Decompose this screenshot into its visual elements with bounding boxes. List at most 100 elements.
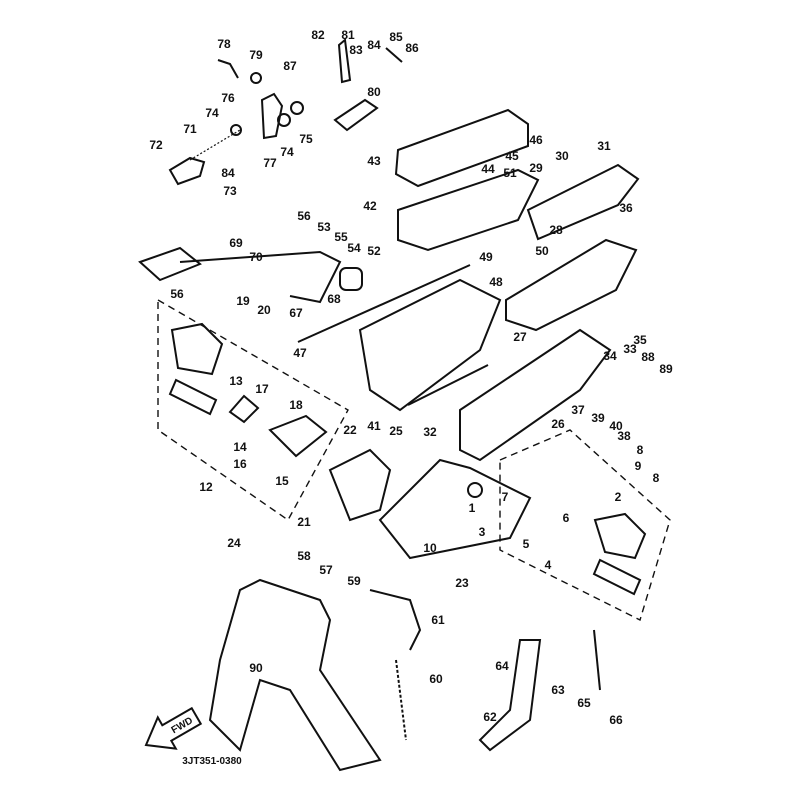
part-number-label: 73: [223, 184, 237, 198]
part-number-label: 80: [367, 85, 381, 99]
part-number-label: 65: [577, 696, 591, 710]
part-number-label: 56: [297, 209, 311, 223]
part-number-label: 45: [505, 149, 519, 163]
part-number-label: 16: [233, 457, 247, 471]
part-number-label: 7: [502, 490, 509, 504]
part-number-label: 77: [263, 156, 277, 170]
bolt-78: [217, 59, 239, 79]
footboard-bracket-left: [397, 168, 540, 252]
part-number-label: 44: [481, 162, 495, 176]
footrest-rubber-2: [593, 512, 647, 560]
part-number-label: 24: [227, 536, 241, 550]
part-number-label: 60: [429, 672, 443, 686]
part-number-label: 63: [551, 683, 565, 697]
spring-hook-61: [369, 589, 422, 651]
part-number-label: 17: [255, 382, 269, 396]
part-number-label: 20: [257, 303, 271, 317]
part-number-label: 74: [205, 106, 219, 120]
part-number-label: 56: [170, 287, 184, 301]
footrest-bracket-26: [459, 328, 612, 462]
drawing-code: 3JT351-0380: [182, 756, 242, 767]
part-number-label: 69: [229, 236, 243, 250]
part-number-label: 87: [283, 59, 297, 73]
part-number-label: 27: [513, 330, 527, 344]
arm-bracket: [268, 414, 328, 458]
part-number-label: 38: [617, 429, 631, 443]
part-number-label: 30: [555, 149, 569, 163]
brake-cam-lever: [333, 98, 379, 132]
footrest-rubber-13: [170, 322, 224, 376]
part-number-label: 90: [249, 661, 263, 675]
part-number-label: 49: [479, 250, 493, 264]
part-number-label: 81: [341, 28, 355, 42]
footboard-bracket-right: [505, 238, 638, 332]
part-number-label: 71: [183, 122, 197, 136]
part-number-label: 48: [489, 275, 503, 289]
part-number-label: 42: [363, 199, 377, 213]
spring-60: [395, 659, 407, 741]
part-number-label: 84: [221, 166, 235, 180]
part-number-label: 41: [367, 419, 381, 433]
part-number-label: 3: [479, 525, 486, 539]
part-number-label: 53: [317, 220, 331, 234]
part-number-label: 78: [217, 37, 231, 51]
part-number-label: 86: [405, 41, 419, 55]
part-number-label: 68: [327, 292, 341, 306]
side-stand-62: [478, 639, 542, 752]
part-number-label: 26: [551, 417, 565, 431]
part-number-label: 55: [334, 230, 348, 244]
part-number-label: 47: [293, 346, 307, 360]
fwd-marker: FWD: [144, 706, 203, 750]
bushing-68: [339, 267, 363, 291]
shaft-47: [297, 264, 471, 343]
footboard-rubber-left: [394, 108, 529, 188]
part-number-label: 4: [545, 558, 552, 572]
part-number-label: 66: [609, 713, 623, 727]
part-number-label: 40: [609, 419, 623, 433]
part-number-label: 8: [637, 443, 644, 457]
part-number-label: 18: [289, 398, 303, 412]
part-number-label: 84: [367, 38, 381, 52]
spring-65: [593, 629, 601, 691]
part-number-label: 57: [319, 563, 333, 577]
washer-74: [230, 124, 242, 136]
fwd-arrow-icon: [144, 706, 203, 750]
part-number-label: 39: [591, 411, 605, 425]
part-number-label: 25: [389, 424, 403, 438]
brake-rod-end: [168, 156, 206, 186]
part-number-label: 88: [641, 350, 655, 364]
part-number-label: 5: [523, 537, 530, 551]
part-number-label: 79: [249, 48, 263, 62]
part-number-label: 46: [529, 133, 543, 147]
plate-17: [228, 394, 260, 424]
part-number-label: 22: [343, 423, 357, 437]
part-number-label: 37: [571, 403, 585, 417]
part-number-label: 54: [347, 241, 361, 255]
part-number-label: 62: [483, 710, 497, 724]
part-number-label: 8: [653, 471, 660, 485]
part-number-label: 33: [623, 342, 637, 356]
washer-74b: [277, 113, 291, 127]
footrest-peg: [592, 558, 642, 596]
assembly-box-right: [499, 429, 671, 621]
part-number-label: 76: [221, 91, 235, 105]
bolt-85: [385, 47, 403, 63]
part-number-label: 75: [299, 132, 313, 146]
part-number-label: 70: [249, 250, 263, 264]
part-number-label: 82: [311, 28, 325, 42]
part-number-label: 85: [389, 30, 403, 44]
part-number-label: 52: [367, 244, 381, 258]
part-number-label: 43: [367, 154, 381, 168]
part-number-label: 32: [423, 425, 437, 439]
part-number-label: 9: [635, 459, 642, 473]
part-number-label: 36: [619, 201, 633, 215]
shaft-32: [407, 364, 489, 406]
footrest-bracket-41: [358, 278, 502, 412]
part-number-label: 14: [233, 440, 247, 454]
washer-75: [290, 101, 304, 115]
part-outlines: [138, 38, 671, 772]
part-number-label: 10: [423, 541, 437, 555]
